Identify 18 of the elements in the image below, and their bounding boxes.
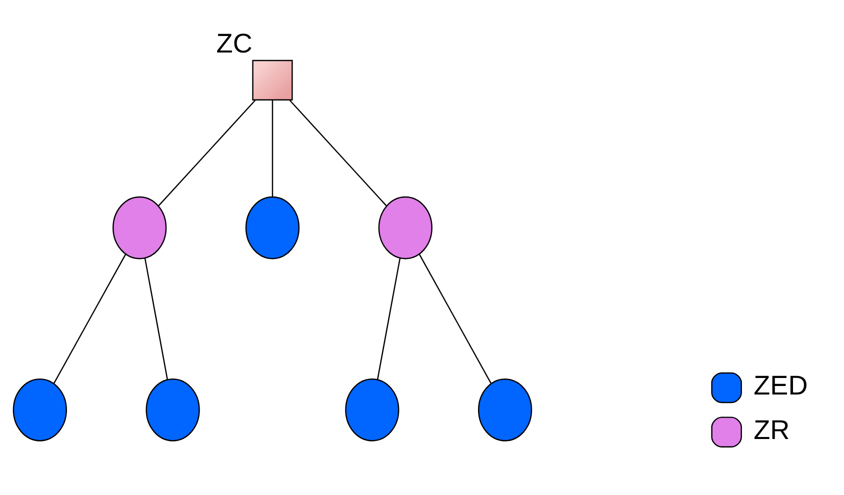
node-label: ZC	[216, 28, 252, 59]
node-circle	[146, 378, 200, 442]
node-circle	[345, 378, 400, 442]
connector	[418, 254, 492, 384]
node-box	[252, 60, 293, 100]
node-circle	[245, 196, 300, 260]
connector	[272, 100, 274, 198]
node-circle	[12, 378, 67, 442]
connector	[144, 258, 168, 380]
connector	[289, 100, 387, 206]
node-circle	[378, 196, 432, 260]
connector	[53, 254, 126, 384]
node-circle	[478, 378, 532, 442]
legend-label: ZED	[754, 370, 808, 401]
node-circle	[112, 196, 167, 260]
connector	[158, 100, 256, 206]
legend-label: ZR	[754, 414, 790, 445]
connector	[376, 258, 401, 380]
